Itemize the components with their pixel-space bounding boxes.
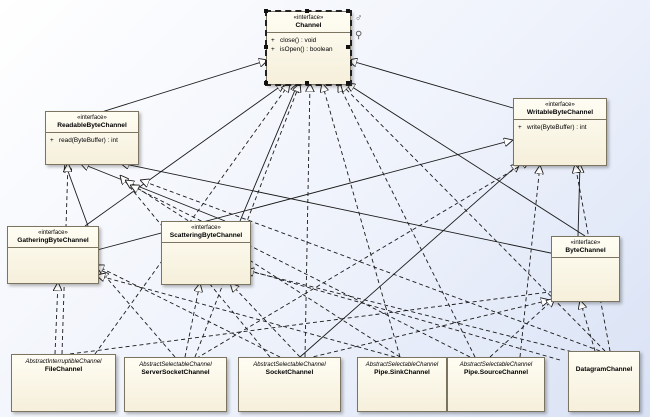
class-pipe-sink-channel[interactable]: AbstractSelectableChannel Pipe.SinkChann… xyxy=(357,357,447,412)
class-gathering-byte-channel[interactable]: «interface» GatheringByteChannel xyxy=(7,226,99,284)
resize-handle[interactable] xyxy=(264,81,268,85)
generalization-line[interactable] xyxy=(80,163,226,222)
resize-handle[interactable] xyxy=(305,9,309,13)
class-scattering-byte-channel[interactable]: «interface» ScatteringByteChannel xyxy=(161,221,251,285)
class-readable-byte-channel[interactable]: «interface» ReadableByteChannel +read(By… xyxy=(45,111,139,165)
realization-line[interactable] xyxy=(184,283,200,358)
realization-line[interactable] xyxy=(69,290,565,355)
resize-handle[interactable] xyxy=(346,81,350,85)
generalization-line[interactable] xyxy=(578,164,580,237)
realization-line[interactable] xyxy=(230,283,301,358)
class-file-channel[interactable]: AbstractInterruptibleChannel FileChannel xyxy=(11,354,116,412)
generalization-line[interactable] xyxy=(84,83,285,227)
realization-line[interactable] xyxy=(230,265,561,361)
resize-handle[interactable] xyxy=(346,45,350,49)
generalization-line[interactable] xyxy=(91,60,268,116)
class-byte-channel[interactable]: «interface» ByteChannel xyxy=(551,236,620,302)
realization-line[interactable] xyxy=(159,160,530,381)
realization-line[interactable] xyxy=(580,300,596,352)
class-pipe-source-channel[interactable]: AbstractSelectableChannel Pipe.SourceCha… xyxy=(447,357,545,412)
class-datagram-channel[interactable]: DatagramChannel xyxy=(568,351,640,412)
generalization-line[interactable] xyxy=(346,83,586,237)
resize-handle[interactable] xyxy=(346,9,350,13)
realization-line[interactable] xyxy=(338,83,476,358)
realization-line[interactable] xyxy=(519,165,540,358)
realization-line[interactable] xyxy=(130,185,471,358)
realization-line[interactable] xyxy=(120,175,271,358)
channel-stereotype: «interface» xyxy=(293,15,324,21)
generalization-line[interactable] xyxy=(65,163,89,227)
realization-line[interactable] xyxy=(299,300,550,361)
realization-line[interactable] xyxy=(55,282,58,355)
generalization-line[interactable] xyxy=(348,60,514,109)
realization-line[interactable] xyxy=(100,270,176,358)
channel-name: Channel xyxy=(295,22,322,29)
realization-line[interactable] xyxy=(96,275,396,358)
realization-line[interactable] xyxy=(304,83,310,358)
resize-handle[interactable] xyxy=(305,81,309,85)
realization-line[interactable] xyxy=(489,298,555,358)
zoom-icon[interactable]: ⚲ xyxy=(355,30,363,41)
generalization-line[interactable] xyxy=(120,163,561,256)
generalization-line[interactable] xyxy=(239,83,298,222)
realization-line[interactable] xyxy=(61,163,68,355)
resize-handle[interactable] xyxy=(264,45,268,49)
resize-handle[interactable] xyxy=(264,9,268,13)
class-server-socket-channel[interactable]: AbstractSelectableChannel ServerSocketCh… xyxy=(124,357,227,412)
channel-op-isopen: +isOpen() : boolean xyxy=(271,46,333,53)
realization-line[interactable] xyxy=(245,270,586,356)
realization-line[interactable] xyxy=(140,180,601,352)
generalization-line[interactable] xyxy=(299,163,520,358)
realization-line[interactable] xyxy=(322,83,401,358)
realization-line[interactable] xyxy=(125,180,401,358)
realization-line[interactable] xyxy=(575,164,611,352)
class-writable-byte-channel[interactable]: «interface» WritableByteChannel +write(B… xyxy=(513,98,607,166)
class-socket-channel[interactable]: AbstractSelectableChannel SocketChannel xyxy=(238,357,341,412)
link-icon[interactable]: ♂ xyxy=(355,13,363,24)
channel-op-close: +close() : void xyxy=(271,37,317,44)
class-channel[interactable]: «interface» Channel +close() : void +isO… xyxy=(265,10,352,86)
